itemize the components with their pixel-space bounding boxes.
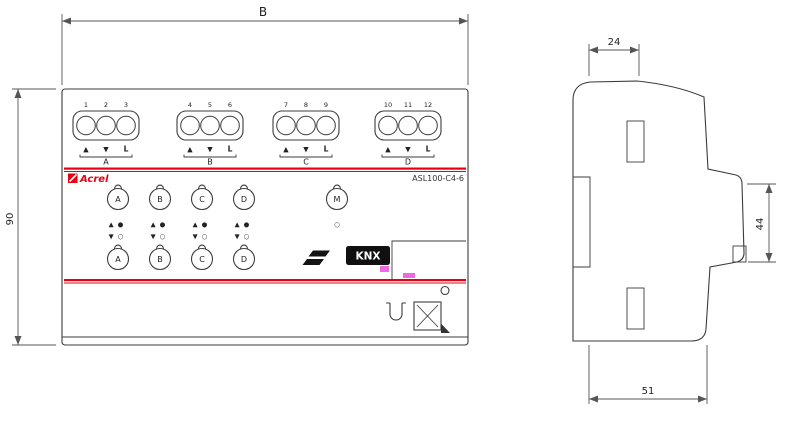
button-row-2: A B C D xyxy=(106,244,256,271)
vent-slot-top xyxy=(626,120,645,163)
eib-logo-icon xyxy=(302,250,330,265)
indicator-down: ▼○ xyxy=(193,233,212,241)
down-arrow-symbol: ▼ xyxy=(303,146,309,154)
down-arrow-symbol: ▼ xyxy=(207,146,213,154)
indicator-down: ▼○ xyxy=(151,233,170,241)
brand-block: Acrel xyxy=(68,173,109,185)
din-rail-groove xyxy=(573,176,591,268)
down-arrow-symbol: ▼ xyxy=(405,146,411,154)
down-arrow-symbol: ▼ xyxy=(103,146,109,154)
knx-logo: KNX xyxy=(346,246,390,265)
terminal-block-d: 10 11 12 ▲ ▼ L D xyxy=(374,101,442,167)
group-label: B xyxy=(207,158,213,167)
accent-stripe-bottom xyxy=(64,279,466,284)
dimension-label-90: 90 xyxy=(5,213,16,226)
dimension-depth-51: 51 xyxy=(588,345,708,404)
model-number: ASL100-C4-6 xyxy=(412,174,464,183)
group-label: A xyxy=(103,158,109,167)
indicator-down: ▼○ xyxy=(235,233,254,241)
terminal-number: 9 xyxy=(324,101,328,109)
terminal-connector xyxy=(176,110,244,141)
terminal-screw-cross xyxy=(416,304,439,328)
label-panel-outline xyxy=(391,240,466,279)
device-outline xyxy=(61,88,469,346)
button-label: D xyxy=(241,255,247,264)
programming-led xyxy=(440,285,450,296)
terminal-number: 12 xyxy=(424,101,432,109)
terminal-connector xyxy=(272,110,340,141)
terminal-number: 10 xyxy=(384,101,392,109)
terminal-number: 4 xyxy=(188,101,192,109)
dimension-label-51: 51 xyxy=(642,386,655,397)
group-label: C xyxy=(303,158,309,167)
button-label: A xyxy=(115,195,121,204)
line-symbol: L xyxy=(426,145,431,154)
dimension-label-b: B xyxy=(259,5,267,19)
button-label: M xyxy=(334,195,341,204)
line-symbol: L xyxy=(124,145,129,154)
indicator-up: ▲● xyxy=(193,221,212,229)
up-arrow-symbol: ▲ xyxy=(83,146,89,154)
pink-mark xyxy=(403,273,415,278)
indicator-up: ▲● xyxy=(235,221,254,229)
pink-mark xyxy=(380,266,389,272)
indicator-mode: ○ xyxy=(334,221,340,229)
dimensions: B 90 24 44 51 xyxy=(5,5,776,404)
button-label: B xyxy=(157,195,163,204)
accent-stripe-top xyxy=(64,167,466,172)
side-profile-outline xyxy=(572,80,745,342)
terminal-number: 3 xyxy=(124,101,128,109)
indicator-up: ▲● xyxy=(109,221,128,229)
dimension-label-44: 44 xyxy=(755,218,766,231)
button-row-1: A B C D M xyxy=(106,184,349,211)
button-label: A xyxy=(115,255,121,264)
indicator-down: ▼○ xyxy=(109,233,128,241)
front-latch-detail xyxy=(732,245,747,263)
terminal-number: 1 xyxy=(84,101,88,109)
led-indicators: ▲● ▲● ▲● ▲● ○ ▼○ ▼○ ▼○ ▼○ xyxy=(109,221,341,241)
vent-slot-bottom xyxy=(626,287,645,330)
terminal-block-c: 7 8 9 ▲ ▼ L C xyxy=(272,101,340,167)
up-arrow-symbol: ▲ xyxy=(385,146,391,154)
button-label: C xyxy=(199,255,205,264)
button-label: D xyxy=(241,195,247,204)
front-view: 1 2 3 ▲ ▼ L A 4 5 6 ▲ ▼ L B 7 8 9 ▲ xyxy=(61,88,469,346)
bus-clamp-icon xyxy=(386,302,406,321)
knx-logo-text: KNX xyxy=(355,251,380,263)
brand-text: Acrel xyxy=(79,174,109,185)
terminal-number: 8 xyxy=(304,101,308,109)
terminal-number: 11 xyxy=(404,101,412,109)
bus-terminal xyxy=(413,301,450,333)
dimension-front-44: 44 xyxy=(747,183,776,263)
terminal-number: 5 xyxy=(208,101,212,109)
line-symbol: L xyxy=(228,145,233,154)
up-arrow-symbol: ▲ xyxy=(187,146,193,154)
side-view xyxy=(572,80,747,342)
wire-entry-wedge xyxy=(441,323,450,333)
button-label: B xyxy=(157,255,163,264)
terminal-connector xyxy=(374,110,442,141)
dimension-label-24: 24 xyxy=(608,37,621,48)
dimension-height-90: 90 xyxy=(5,88,56,346)
line-symbol: L xyxy=(324,145,329,154)
terminal-block-a: 1 2 3 ▲ ▼ L A xyxy=(72,101,140,167)
terminal-block-b: 4 5 6 ▲ ▼ L B xyxy=(176,101,244,167)
terminal-number: 7 xyxy=(284,101,288,109)
terminal-number: 6 xyxy=(228,101,232,109)
button-label: C xyxy=(199,195,205,204)
up-arrow-symbol: ▲ xyxy=(283,146,289,154)
group-label: D xyxy=(405,158,411,167)
indicator-up: ▲● xyxy=(151,221,170,229)
dimension-top-24: 24 xyxy=(588,37,640,76)
terminal-connector xyxy=(72,110,140,141)
bus-terminal-body xyxy=(413,301,442,331)
terminal-number: 2 xyxy=(104,101,108,109)
acrel-logo-slash xyxy=(68,173,78,183)
dimension-width-b: B xyxy=(61,5,469,85)
